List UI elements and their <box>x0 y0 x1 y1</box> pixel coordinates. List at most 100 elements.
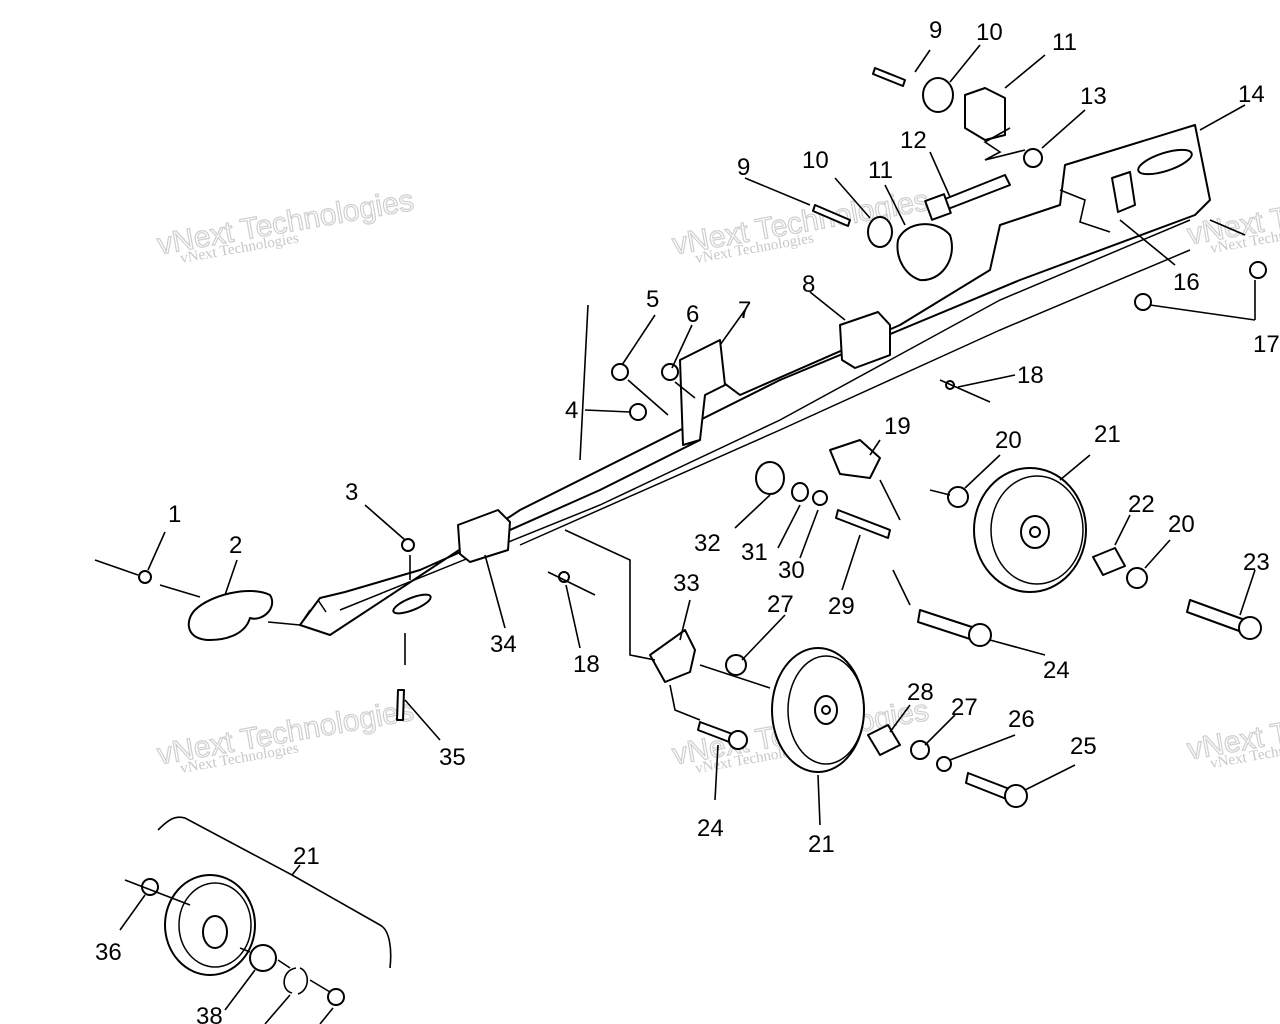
bolt-9-upper <box>872 67 906 87</box>
callout-33: 33 <box>673 570 700 597</box>
bolt-23 <box>1186 599 1246 633</box>
callout-14: 14 <box>1238 81 1265 108</box>
washer-30 <box>812 490 828 506</box>
washer-20b <box>1126 567 1148 589</box>
callout-19: 19 <box>884 413 911 440</box>
bolt-24-upper-head <box>968 623 992 647</box>
bearing <box>249 944 277 972</box>
nut-13 <box>1023 148 1043 168</box>
callout-9-lower: 9 <box>737 154 750 181</box>
callout-35: 35 <box>439 744 466 771</box>
callout-16: 16 <box>1173 269 1200 296</box>
idler-wheel-upper <box>973 467 1087 593</box>
callout-18-upper: 18 <box>1017 362 1044 389</box>
callout-22: 22 <box>1128 491 1155 518</box>
nut-17a <box>1134 293 1152 311</box>
callout-24-lower: 24 <box>697 815 724 842</box>
watermark: vNext Technologies vNext Technologies <box>154 693 417 777</box>
rear-bracket <box>1111 171 1136 213</box>
spacer-32 <box>755 461 785 495</box>
callout-31: 31 <box>741 539 768 566</box>
washer-26 <box>936 756 952 772</box>
callout-36: 36 <box>95 939 122 966</box>
callout-27-lower: 27 <box>951 694 978 721</box>
callout-3: 3 <box>345 479 358 506</box>
idler-wheel-lower <box>771 647 865 773</box>
callout-17: 17 <box>1253 331 1280 358</box>
callout-20-upper: 20 <box>995 427 1022 454</box>
bolt-25-head <box>1004 784 1028 808</box>
callout-7: 7 <box>738 297 751 324</box>
callout-11-lower: 11 <box>868 157 893 184</box>
callout-21-upper: 21 <box>1094 421 1121 448</box>
mount-block-lower <box>896 223 953 282</box>
nut-4 <box>629 403 647 421</box>
callout-24-upper: 24 <box>1043 657 1070 684</box>
callout-32: 32 <box>694 530 721 557</box>
wheel-bracket <box>649 629 696 683</box>
callout-10-lower: 10 <box>802 147 829 174</box>
callout-13: 13 <box>1080 83 1107 110</box>
callout-8: 8 <box>802 271 815 298</box>
callout-9-upper: 9 <box>929 17 942 44</box>
bolt-24-upper <box>917 609 976 641</box>
spacer-28 <box>867 724 901 756</box>
bolt-24-lower-head <box>728 730 748 750</box>
callout-2: 2 <box>229 532 242 559</box>
callout-10-upper: 10 <box>976 19 1003 46</box>
bushing-upper <box>922 77 954 113</box>
callout-27-upper: 27 <box>767 591 794 618</box>
bolt-9-lower <box>812 204 851 227</box>
axle-bracket <box>829 439 881 479</box>
callout-11-upper: 11 <box>1052 29 1077 56</box>
callout-18-lower: 18 <box>573 651 600 678</box>
callout-38: 38 <box>196 1003 223 1024</box>
callout-29: 29 <box>828 593 855 620</box>
callout-23: 23 <box>1243 549 1270 576</box>
wear-block-upper <box>839 311 891 369</box>
callout-4: 4 <box>565 397 578 424</box>
screw-35 <box>396 689 405 721</box>
bolt-23-head <box>1238 616 1262 640</box>
mounting-plate <box>679 339 726 446</box>
callout-21-detail: 21 <box>293 843 320 870</box>
idler-wheel-detail <box>141 874 345 1006</box>
cap-end <box>327 988 345 1006</box>
washer-20a <box>947 486 969 508</box>
washer-27b <box>910 740 930 760</box>
spacer-22 <box>1092 547 1126 576</box>
callout-20-lower: 20 <box>1168 511 1195 538</box>
mount-block-upper <box>964 87 1006 141</box>
bolt-12-head <box>924 193 952 221</box>
callout-12: 12 <box>900 127 927 154</box>
callout-labels: 1 2 3 4 5 6 7 8 9 10 11 9 10 11 12 13 14… <box>95 17 1280 1024</box>
watermark: vNext Technologies vNext Technologies <box>669 183 932 267</box>
wear-block-lower <box>457 509 511 563</box>
snap-ring <box>283 967 309 995</box>
rail-tip <box>187 589 273 641</box>
watermark: vNext Technologies vNext Technologies <box>1184 688 1280 772</box>
bushing-lower <box>867 216 893 248</box>
callout-5: 5 <box>646 286 659 313</box>
spacer-31 <box>791 482 809 502</box>
nut-3 <box>401 538 415 552</box>
callout-28: 28 <box>907 679 934 706</box>
callout-1: 1 <box>168 501 181 528</box>
callout-6: 6 <box>686 301 699 328</box>
callout-30: 30 <box>778 557 805 584</box>
bolt-29 <box>835 509 891 539</box>
callout-34: 34 <box>490 631 517 658</box>
callout-26: 26 <box>1008 706 1035 733</box>
nut-17b <box>1249 261 1267 279</box>
watermark: vNext Technologies vNext Technologies <box>154 183 417 267</box>
callout-21-lower: 21 <box>808 831 835 858</box>
rivet-1 <box>138 570 152 584</box>
nut-5 <box>611 363 629 381</box>
callout-25: 25 <box>1070 733 1097 760</box>
group-bracket <box>157 816 392 969</box>
nut-6 <box>661 363 679 381</box>
leader-lines <box>94 44 1256 1024</box>
washer-27a <box>725 654 747 676</box>
